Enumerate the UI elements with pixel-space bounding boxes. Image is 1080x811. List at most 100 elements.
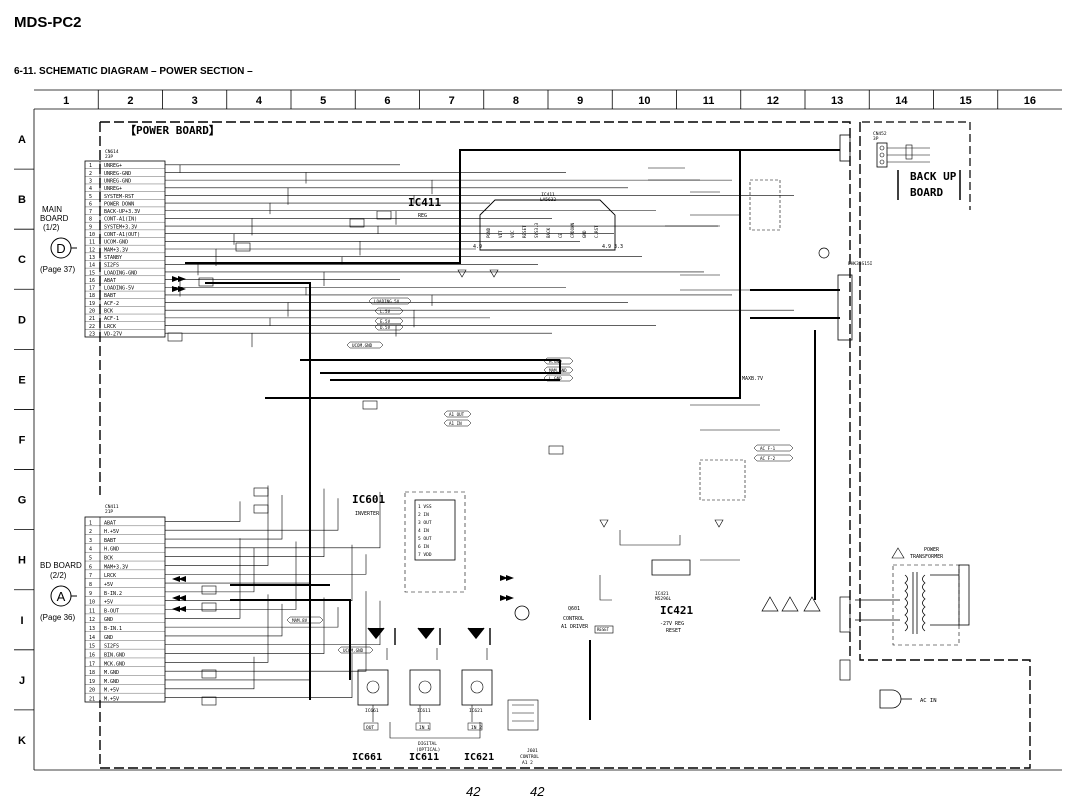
svg-text:IN 1: IN 1 [419, 725, 430, 731]
net-label-texts: LOADING 5V L.5V E.5V D.5V UCOM.GND H.GND… [292, 299, 776, 653]
grid-col-3: 3 [192, 95, 198, 107]
ic411-pin: PGND [486, 227, 491, 238]
grid-col-11: 11 [703, 95, 715, 107]
pin-signal: UNREG-GND [104, 178, 131, 184]
svg-text:(OPTICAL): (OPTICAL) [416, 747, 440, 753]
ic661-label: IC661 [352, 752, 382, 763]
pin-number: 4 [89, 547, 92, 553]
power-transformer: POWER TRANSFORMER AC IN EHK35S15I MAXB.7… [742, 134, 970, 709]
ic601-pin: 3 OUT [418, 520, 432, 526]
ic601-pin: 2 IN [418, 512, 429, 518]
bd-ref-letter: A [57, 589, 66, 604]
grid-row-E: E [18, 374, 25, 386]
svg-text:CONTROL: CONTROL [520, 754, 539, 760]
svg-text:A1 IN: A1 IN [449, 421, 462, 426]
ic411-pin: VCC [510, 230, 515, 238]
boxed-markers [167, 210, 564, 706]
ic411-pin: CE [558, 232, 563, 238]
svg-text:TRANSFORMER: TRANSFORMER [910, 554, 944, 560]
pin-number: 10 [89, 600, 95, 606]
svg-text:DIGITAL: DIGITAL [418, 741, 437, 747]
backup-board-outline [862, 121, 971, 210]
pin-number: 3 [89, 178, 92, 184]
model-name: MDS-PC2 [14, 14, 82, 31]
pin-number: 15 [89, 644, 95, 650]
svg-text:4.9 3.3: 4.9 3.3 [602, 244, 623, 250]
pin-signal: ABAT [104, 278, 116, 284]
svg-text:IC661: IC661 [365, 708, 379, 714]
grid-row-G: G [18, 495, 27, 507]
pin-number: 9 [89, 224, 92, 230]
svg-text:IC621: IC621 [469, 708, 483, 714]
ic621-label: IC621 [464, 752, 494, 763]
pin-number: 23 [89, 332, 95, 338]
pin-signal: BIN.GND [104, 652, 125, 658]
pin-signal: POWER DOWN [104, 201, 134, 207]
pin-number: 4 [89, 186, 92, 192]
ic411-pin: C.RST [594, 225, 599, 238]
svg-text:LOADING 5V: LOADING 5V [374, 299, 400, 304]
pin-signal: BABT [104, 538, 116, 544]
pin-number: 14 [89, 635, 95, 641]
grid-row-H: H [18, 555, 26, 567]
pin-number: 7 [89, 209, 92, 215]
net-labels [286, 297, 794, 654]
svg-text:L.5V: L.5V [380, 309, 391, 314]
bd-bus-wires [165, 485, 381, 698]
pin-signal: LOADING-GND [104, 270, 137, 276]
grid-col-14: 14 [895, 95, 908, 107]
pin-signal: CONT-A1(OUT) [104, 232, 140, 238]
pin-signal: M.+5V [104, 697, 119, 703]
pin-signal: LOADING-5V [104, 286, 134, 292]
grid-row-D: D [18, 314, 26, 326]
svg-text:RESET: RESET [666, 628, 681, 634]
pin-signal: SYSTEM+3.3V [104, 224, 137, 230]
pin-number: 18 [89, 293, 95, 299]
pin-number: 7 [89, 573, 92, 579]
svg-text:L.GND: L.GND [549, 376, 562, 381]
pin-signal: BABT [104, 293, 116, 299]
svg-text:IC421: IC421 [655, 591, 669, 597]
bd-board-label-2: (2/2) [50, 571, 67, 580]
heavy-wires [185, 149, 840, 720]
pin-number: 16 [89, 278, 95, 284]
pin-signal: VD-27V [104, 332, 122, 338]
pin-signal: GND [104, 635, 113, 641]
grid-col-7: 7 [449, 95, 455, 107]
backup-board-title-1: BACK UP [910, 170, 957, 183]
svg-text:IC411: IC411 [541, 192, 555, 198]
pin-signal: LRCK [104, 324, 116, 330]
svg-text:CONTROL: CONTROL [563, 616, 584, 622]
pin-number: 14 [89, 263, 95, 269]
grid-col-16: 16 [1024, 95, 1036, 107]
pin-signal: STANBY [104, 255, 122, 261]
grid-col-9: 9 [577, 95, 583, 107]
pin-signal: MCK.GND [104, 661, 125, 667]
main-board-label-2: BOARD [40, 214, 69, 223]
svg-text:MAM.GND: MAM.GND [549, 368, 567, 373]
ic411-pin: VIT [498, 230, 503, 238]
svg-text:EHK35S15I: EHK35S15I [848, 261, 873, 267]
ic411-pin: GND [582, 230, 587, 238]
main-ref-letter: D [56, 241, 65, 256]
pin-signal: B-IN.2 [104, 591, 122, 597]
pin-number: 5 [89, 194, 92, 200]
grid-col-10: 10 [638, 95, 650, 107]
grid-col-6: 6 [384, 95, 390, 107]
pin-number: 8 [89, 582, 92, 588]
svg-text:REG: REG [418, 213, 427, 219]
pin-signal: +5V [104, 600, 113, 606]
pin-number: 15 [89, 270, 95, 276]
pin-signal: M.+5V [104, 688, 119, 694]
pin-number: 8 [89, 217, 92, 223]
svg-text:AC F-2: AC F-2 [760, 456, 776, 461]
svg-text:23P: 23P [105, 154, 113, 160]
pin-signal: UCOM-GND [104, 240, 128, 246]
svg-text:IC611: IC611 [417, 708, 431, 714]
ic601-pin: 5 OUT [418, 536, 432, 542]
svg-text:CN411: CN411 [105, 504, 119, 510]
pin-signal: MAM+3.3V [104, 564, 128, 570]
pin-signal: ABAT [104, 520, 116, 526]
